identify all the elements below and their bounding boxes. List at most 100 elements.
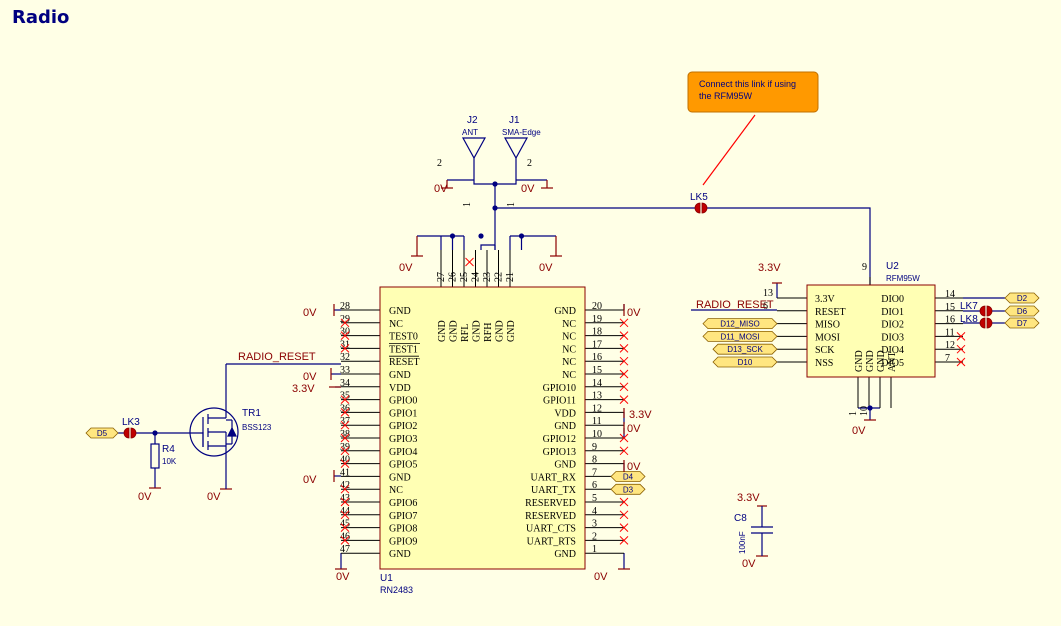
u2-pin-name: DIO5 — [881, 358, 904, 369]
wire — [480, 244, 495, 250]
u2-pin-name: MOSI — [815, 332, 840, 343]
u1-pin-number: 16 — [592, 352, 602, 363]
u1-pin-number: 6 — [592, 480, 597, 491]
u1-pin-43-nc — [340, 497, 350, 507]
port-d6-label: D6 — [1017, 307, 1028, 316]
u1-pin-44-nc — [340, 510, 350, 520]
gnd-label-c8: 0V — [742, 558, 756, 570]
u2-ref: U2 — [886, 261, 899, 272]
u1-pin-name: NC — [562, 370, 576, 381]
u1-pin-number: 32 — [340, 352, 350, 363]
u1-pin-number: 47 — [340, 544, 350, 555]
u1-pin-number: 28 — [340, 301, 350, 312]
port-d6: D6 — [1004, 305, 1040, 317]
port-d10: D10 — [712, 356, 778, 368]
port-d2: D2 — [1004, 292, 1040, 304]
u1-pin-number: 3 — [592, 519, 597, 530]
tr1-ref: TR1 — [242, 408, 261, 419]
u1-pin-name: GPIO5 — [389, 460, 417, 471]
lk3-label: LK3 — [122, 417, 140, 428]
u1-pin-number: 10 — [592, 429, 602, 440]
j2-ref: J2 — [467, 115, 478, 126]
j1-pin-2: 2 — [527, 158, 532, 169]
u2-pin-name: GND — [865, 350, 876, 372]
junction-dot — [478, 233, 484, 239]
u1-pin-number: 39 — [340, 442, 350, 453]
resistor-r4 — [150, 443, 160, 469]
u1-pin-name: GPIO11 — [543, 396, 576, 407]
u1-pin-number: 1 — [592, 544, 597, 555]
u2-pin-name: DIO4 — [881, 345, 904, 356]
lk7-label: LK7 — [960, 301, 978, 312]
u1-pin-32: 32 RESET — [340, 352, 420, 368]
u1-pin-number: 44 — [340, 506, 350, 517]
gnd-label-j2: 0V — [434, 183, 448, 195]
c8-value: 100nF — [738, 531, 747, 554]
junction-dot — [867, 405, 873, 411]
u1-pin-17-nc — [619, 344, 629, 353]
u2-pin-name: ANT — [887, 351, 898, 372]
u1-pin-name: RESET — [389, 357, 420, 368]
r4-value: 10K — [162, 457, 177, 466]
gnd-label-u1-pin20: 0V — [627, 307, 641, 319]
u1-ref: U1 — [380, 573, 393, 584]
u2-pin-mosi: MOSI — [815, 332, 840, 343]
j1-ref: J1 — [509, 115, 520, 126]
u1-pin-37-nc — [340, 420, 350, 430]
u1-pin-number: 4 — [592, 506, 597, 517]
u1-pin-16-nc — [619, 356, 629, 366]
u1-pin-number: 24 — [471, 272, 482, 282]
u1-pin-name: NC — [389, 485, 403, 496]
u1-pin-9-nc — [619, 446, 629, 456]
note-line-2: the RFM95W — [699, 91, 753, 101]
u1-pin-name: GPIO3 — [389, 434, 417, 445]
u1-pin-name: GND — [389, 472, 411, 483]
net-3v3-u1-right: 3.3V — [629, 409, 652, 421]
u1-pin-name: GND — [495, 320, 506, 342]
u1-pin-number: 19 — [592, 314, 602, 325]
u1-pin-2-nc — [619, 536, 629, 545]
u1-pin-42-nc — [340, 484, 350, 494]
link-lk8 — [979, 317, 993, 329]
port-d7: D7 — [1004, 317, 1040, 329]
u1-pin-name: GND — [389, 549, 411, 560]
wire — [707, 207, 871, 285]
tr1-value: BSS123 — [242, 423, 272, 432]
pin-lines — [341, 250, 963, 554]
sheet-title: Radio — [12, 7, 69, 28]
u1-part: RN2483 — [380, 585, 413, 595]
port-d12_miso-label: D12_MISO — [720, 320, 760, 329]
gnd-label-u1-top-right: 0V — [539, 262, 553, 274]
j2-pin-2: 2 — [437, 158, 442, 169]
net-3v3-u2: 3.3V — [758, 262, 781, 274]
lk5-label: LK5 — [690, 192, 708, 203]
u1-pin-47: 47 GND — [340, 544, 411, 560]
u2-pin-12: 12 DIO4 — [881, 340, 955, 356]
u2-pin-number: 12 — [945, 340, 955, 351]
u2-pin-number: 7 — [945, 353, 950, 364]
u1-pin-name: TEST0 — [389, 332, 418, 343]
u1-pin-35-nc — [340, 395, 350, 404]
solder-links — [123, 202, 993, 439]
u1-pin-name: NC — [562, 344, 576, 355]
u1-pin-15-nc — [619, 369, 629, 379]
u1-pin-number: 22 — [494, 272, 505, 282]
